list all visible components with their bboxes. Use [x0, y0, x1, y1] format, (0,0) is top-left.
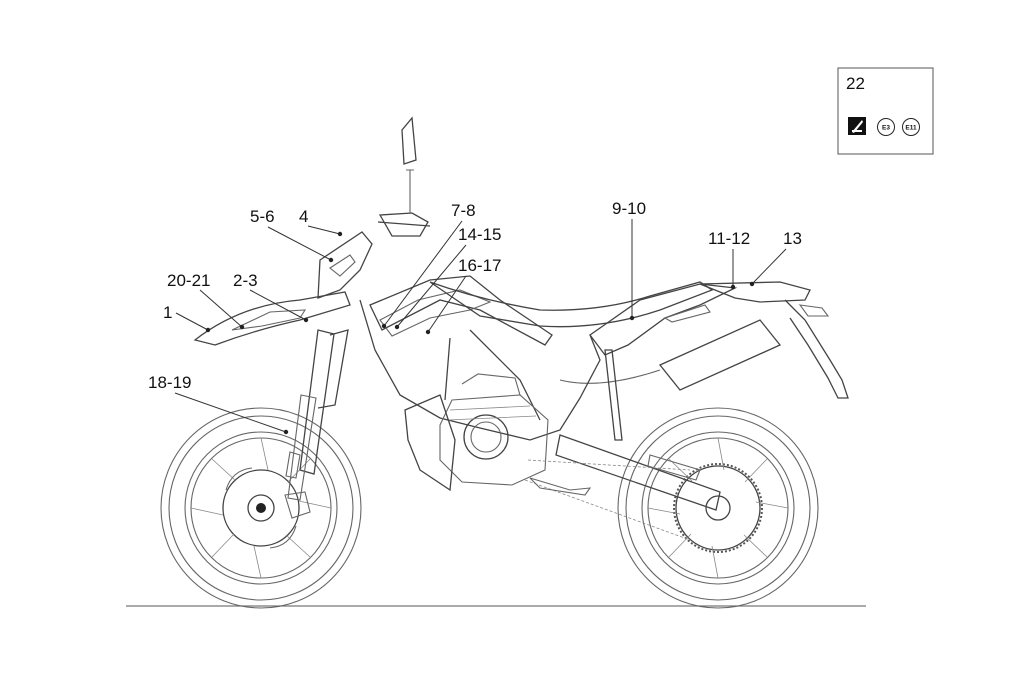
legend-box: 22 E3 E11	[837, 67, 934, 155]
legend-number: 22	[846, 74, 865, 93]
callout-label-14-15: 14-15	[458, 225, 501, 244]
frame	[359, 299, 601, 441]
front-brake-caliper	[284, 491, 311, 519]
callout-1: 1	[163, 303, 211, 333]
callout-5-6: 5-6	[250, 207, 334, 263]
engine	[439, 373, 549, 486]
callout-label-9-10: 9-10	[612, 199, 646, 218]
callout-label-2-3: 2-3	[233, 271, 258, 290]
callout-label-5-6: 5-6	[250, 207, 275, 226]
chain	[524, 459, 691, 541]
callout-14-15: 14-15	[394, 225, 501, 330]
footpeg	[529, 477, 592, 496]
callout-7-8: 7-8	[381, 201, 476, 329]
callout-label-7-8: 7-8	[451, 201, 476, 220]
front-wheel	[160, 407, 362, 609]
rear-shock	[604, 349, 623, 441]
e3-badge-text: E3	[882, 125, 890, 132]
rear-tail	[699, 281, 811, 303]
callout-label-18-19: 18-19	[148, 373, 191, 392]
rear-side-panel	[589, 283, 738, 356]
front-cowl	[317, 231, 373, 299]
callout-label-4: 4	[299, 207, 308, 226]
callout-9-10: 9-10	[612, 199, 646, 321]
e11-badge-text: E11	[905, 125, 917, 132]
swingarm	[555, 434, 721, 511]
callout-11-12: 11-12	[708, 229, 750, 290]
exhaust-muffler	[658, 319, 782, 391]
callout-16-17: 16-17	[425, 256, 501, 335]
mirror	[401, 116, 417, 165]
callout-label-20-21: 20-21	[167, 271, 210, 290]
callout-label-16-17: 16-17	[458, 256, 501, 275]
e11-badge: E11	[902, 118, 920, 136]
callout-4: 4	[299, 207, 343, 237]
handlebar	[377, 212, 431, 237]
callout-label-1: 1	[163, 303, 172, 322]
callout-20-21: 20-21	[167, 271, 245, 330]
callout-label-13: 13	[783, 229, 802, 248]
rear-wheel	[617, 407, 819, 609]
fuel-tank	[369, 275, 553, 346]
front-fork	[299, 329, 349, 475]
front-fender	[193, 291, 351, 346]
callout-18-19: 18-19	[148, 373, 289, 435]
callout-2-3: 2-3	[233, 271, 309, 323]
callout-13: 13	[749, 229, 802, 287]
brand-mark-icon	[848, 117, 866, 135]
radiator-shroud	[404, 394, 456, 492]
seat	[429, 281, 714, 328]
motorcycle-drawing	[160, 116, 849, 609]
e3-badge: E3	[877, 118, 895, 136]
callouts: 1 20-21 2-3 5-6 4 7-8	[148, 199, 802, 435]
callout-label-11-12: 11-12	[708, 229, 750, 248]
